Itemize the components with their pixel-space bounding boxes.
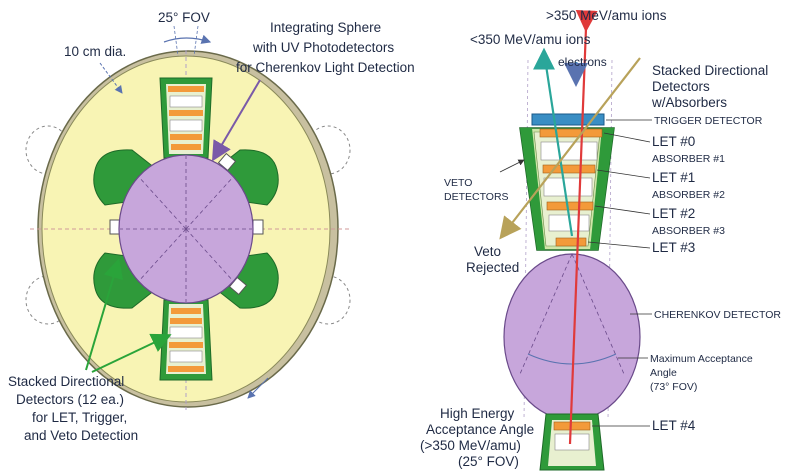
max-accept-1: Maximum Acceptance	[650, 353, 753, 365]
bottom-detector-stack	[159, 299, 213, 381]
stacked-label-3: for LET, Trigger,	[32, 410, 127, 425]
fov-label: 25° FOV	[158, 10, 210, 25]
veto-detectors-1: VETO	[444, 177, 472, 189]
stacked-right-2: Detectors	[652, 79, 710, 94]
diameter-label: 10 cm dia.	[64, 44, 126, 59]
left-instrument: 25° FOV 10 cm dia. Integrating Sphere wi…	[8, 10, 415, 443]
stacked-right-3: w/Absorbers	[651, 95, 727, 110]
let4-label: LET #4	[652, 418, 696, 433]
max-accept-2: Angle	[650, 367, 677, 379]
high-energy-4: (25° FOV)	[458, 454, 519, 469]
trigger-detector	[531, 113, 605, 126]
absorber3-label: ABSORBER #3	[652, 225, 725, 237]
max-accept-3: (73° FOV)	[650, 381, 697, 393]
high-ions-label: >350 MeV/amu ions	[546, 8, 667, 23]
stacked-label-4: and Veto Detection	[24, 428, 138, 443]
trigger-label: TRIGGER DETECTOR	[654, 115, 763, 127]
sphere-label-2: with UV Photodetectors	[252, 40, 394, 55]
stacked-label-2: Detectors (12 ea.)	[16, 392, 124, 407]
let1-label: LET #1	[652, 170, 695, 185]
stacked-label-1: Stacked Directional	[8, 374, 124, 389]
high-energy-3: (>350 MeV/amu)	[420, 438, 521, 453]
stacked-right-1: Stacked Directional	[652, 63, 768, 78]
high-energy-1: High Energy	[440, 406, 515, 421]
high-energy-track	[568, 9, 598, 445]
let3-label: LET #3	[652, 240, 695, 255]
veto-rejected-2: Rejected	[466, 260, 519, 275]
veto-detectors-2: DETECTORS	[444, 191, 509, 203]
low-ions-label: <350 MeV/amu ions	[470, 32, 591, 47]
right-instrument: >350 MeV/amu ions <350 MeV/amu ions elec…	[420, 8, 781, 471]
cherenkov-label: CHERENKOV DETECTOR	[654, 309, 781, 321]
low-energy-track	[542, 51, 574, 237]
photodetectors	[109, 152, 264, 296]
let2-label: LET #2	[652, 206, 695, 221]
high-energy-2: Acceptance Angle	[426, 422, 534, 437]
sphere-label-1: Integrating Sphere	[270, 20, 381, 35]
veto-rejected-1: Veto	[474, 244, 501, 259]
absorber1-label: ABSORBER #1	[652, 153, 725, 165]
top-detector-stack	[159, 77, 213, 159]
electrons-label: electrons	[558, 55, 607, 69]
sphere-label-3: for Cherenkov Light Detection	[236, 60, 415, 75]
electron-track	[499, 57, 641, 240]
let0-label: LET #0	[652, 134, 695, 149]
absorber2-label: ABSORBER #2	[652, 189, 725, 201]
